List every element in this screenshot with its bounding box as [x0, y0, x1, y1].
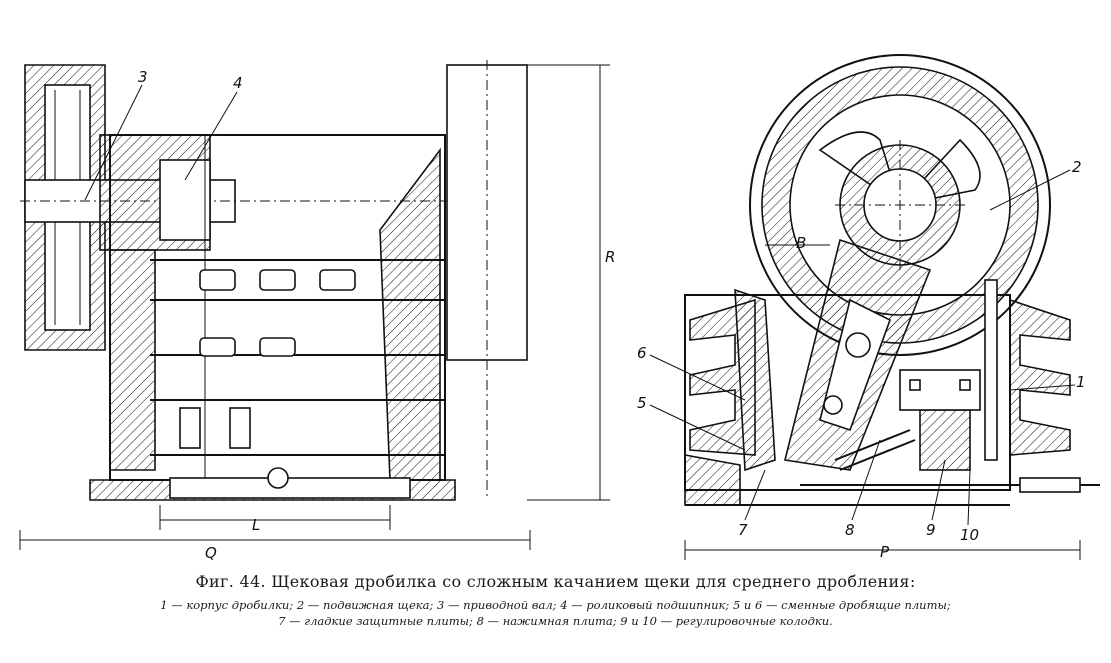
- label-1: 1: [1076, 373, 1086, 391]
- label-9: 9: [926, 521, 936, 539]
- dim-L: L: [252, 516, 260, 534]
- figure-caption: Фиг. 44. Щековая дробилка со сложным кач…: [195, 572, 916, 591]
- label-5: 5: [637, 394, 647, 412]
- label-6: 6: [637, 344, 647, 362]
- dim-B: B: [796, 234, 806, 252]
- label-8: 8: [845, 521, 855, 539]
- label-4: 4: [233, 74, 243, 92]
- dim-P: P: [880, 543, 890, 560]
- dim-R: R: [605, 248, 615, 266]
- label-3: 3: [138, 68, 148, 86]
- label-7: 7: [738, 521, 748, 539]
- label-10: 10: [960, 526, 979, 544]
- label-2: 2: [1072, 158, 1082, 176]
- side-view: 3 4 L Q R: [19, 60, 615, 560]
- crusher-drawing: 3 4 L Q R: [19, 54, 1100, 560]
- legend-line-1: 1 — корпус дробилки; 2 — подвижная щека;…: [160, 598, 951, 612]
- legend-line-2: 7 — гладкие защитные плиты; 8 — нажимная…: [278, 614, 833, 628]
- section-view: B P 2 1 6 5 7 8 9 10: [637, 54, 1100, 560]
- dim-Q: Q: [205, 544, 217, 560]
